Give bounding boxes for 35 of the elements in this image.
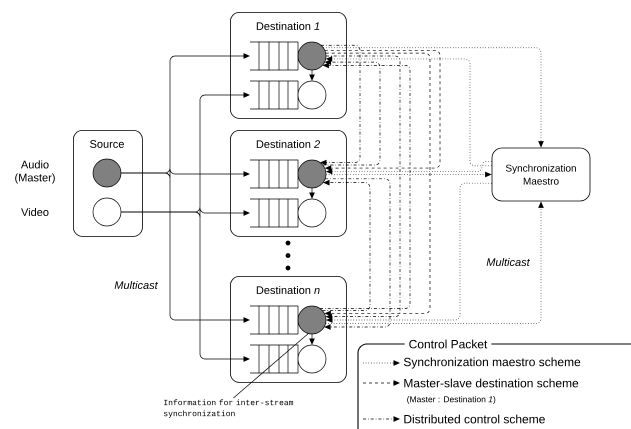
circle [298, 344, 326, 374]
circle [298, 306, 326, 334]
label: Audio (Master) [15, 160, 55, 184]
leader-line [233, 333, 309, 398]
process-box: Synchronization Maestro [492, 148, 590, 202]
circle [92, 198, 122, 226]
queue [250, 198, 298, 228]
queue [250, 160, 298, 188]
legend-title: Control Packet [404, 336, 492, 352]
circle [298, 42, 326, 70]
rounded-box: Destination n [230, 276, 347, 383]
label: Multicast [486, 258, 530, 266]
arrow [324, 50, 440, 171]
label: Multicast [114, 280, 158, 290]
arrow [326, 56, 400, 320]
queue [250, 42, 298, 70]
legend-item: Master-slave destination scheme [362, 378, 578, 388]
rounded-box: Source [73, 130, 143, 237]
circle [298, 80, 326, 110]
rounded-box: Destination 1 [230, 12, 347, 119]
arrow [322, 59, 380, 166]
note: (Master : Destination 1) [407, 396, 496, 404]
rounded-box: Destination 2 [230, 130, 347, 237]
annotation-text: Information for inter-stream synchronization [164, 399, 294, 418]
legend-item: Distributed control scheme [362, 414, 545, 424]
circle [298, 198, 326, 228]
queue [250, 80, 298, 110]
label: Video [21, 208, 48, 216]
arrow [320, 62, 410, 309]
queue [250, 344, 298, 374]
circle [92, 158, 122, 188]
legend-item: Synchronization maestro scheme [362, 357, 580, 369]
queue [250, 306, 298, 334]
arrow [322, 180, 370, 311]
circle [298, 160, 326, 188]
